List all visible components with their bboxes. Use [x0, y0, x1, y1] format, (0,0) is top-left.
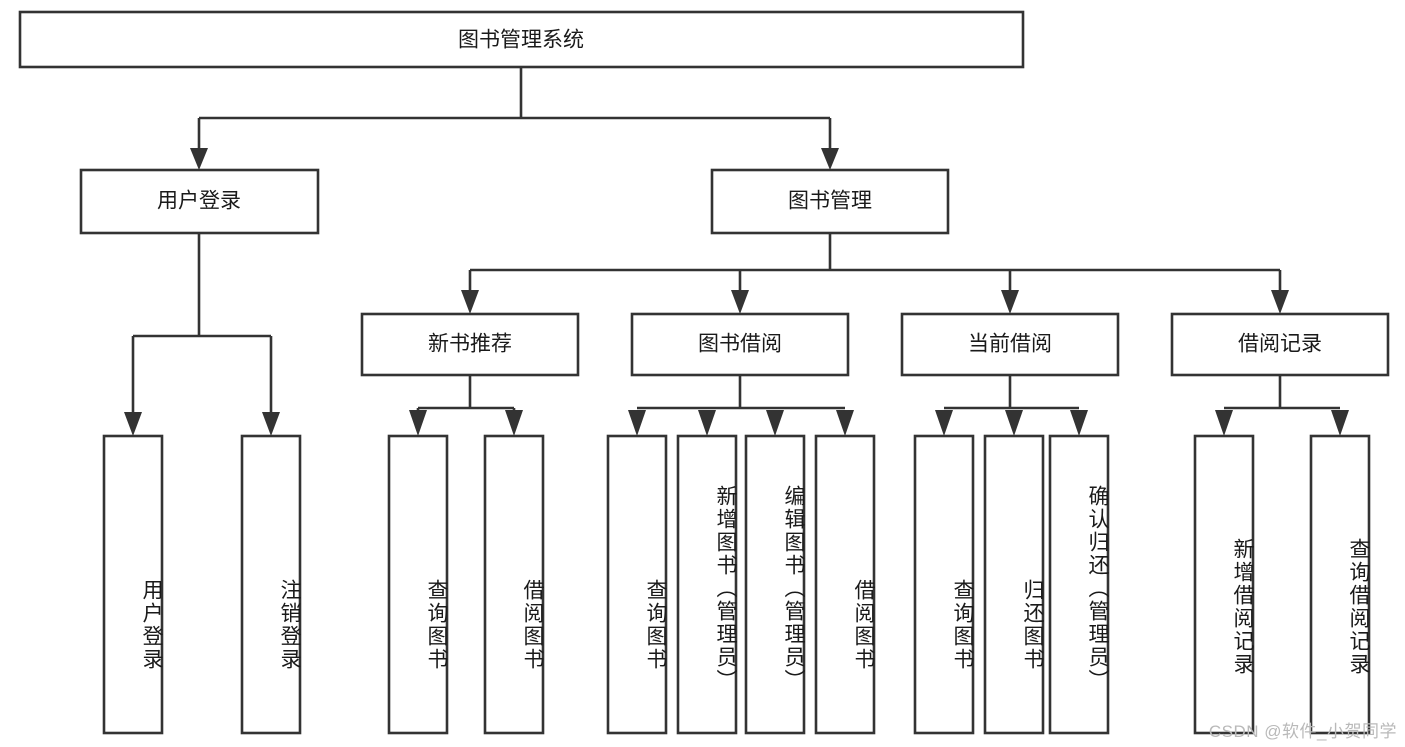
node-new-book-recommend-box[interactable] — [360, 312, 580, 377]
arrow-to-leaf-query-book-3 — [935, 410, 953, 436]
node-book-manage-label: 图书管理 — [788, 190, 872, 213]
leaf-user-login-box[interactable] — [102, 434, 164, 735]
csdn-watermark: CSDN @软件_小贺同学 — [1208, 722, 1397, 741]
node-new-book-recommend-label: 新书推荐 — [428, 333, 512, 356]
arrow-bus-to-book-borrow — [731, 290, 749, 314]
arrow-bus-to-current-borrow — [1001, 290, 1019, 314]
node-user-login-label: 用户登录 — [157, 190, 241, 213]
node-root-box[interactable] — [18, 10, 1025, 69]
leaf-borrow-book-2-box[interactable] — [814, 434, 876, 735]
arrow-bus-to-borrow-record — [1271, 290, 1289, 314]
arrow-to-leaf-user-login — [124, 412, 142, 436]
arrow-root-to-book-manage — [821, 148, 839, 170]
leaf-query-record-box[interactable] — [1309, 434, 1371, 735]
arrow-to-leaf-borrow-book-2 — [836, 410, 854, 436]
arrow-to-leaf-add-book — [698, 410, 716, 436]
arrow-to-leaf-logout-login — [262, 412, 280, 436]
arrow-to-leaf-query-record — [1331, 410, 1349, 436]
leaf-add-record-box[interactable] — [1193, 434, 1255, 735]
leaf-edit-book-box[interactable] — [744, 434, 806, 735]
arrow-to-leaf-confirm-return — [1070, 410, 1088, 436]
leaf-return-book-box[interactable] — [983, 434, 1045, 735]
arrow-to-leaf-query-book-2 — [628, 410, 646, 436]
arrow-to-leaf-return-book — [1005, 410, 1023, 436]
arrow-to-leaf-query-book-1 — [409, 410, 427, 436]
arrow-bus-to-new-book — [461, 290, 479, 314]
leaf-confirm-return-box[interactable] — [1048, 434, 1110, 735]
node-user-login-box[interactable] — [79, 168, 320, 235]
arrow-to-leaf-edit-book — [766, 410, 784, 436]
arrow-root-to-user-login — [190, 148, 208, 170]
node-book-borrow-label: 图书借阅 — [698, 333, 782, 356]
node-borrow-record-label: 借阅记录 — [1238, 333, 1322, 356]
node-root-label: 图书管理系统 — [458, 29, 584, 52]
arrow-to-leaf-add-record — [1215, 410, 1233, 436]
leaf-query-book-3-box[interactable] — [913, 434, 975, 735]
leaf-logout-login-box[interactable] — [240, 434, 302, 735]
leaf-add-book-box[interactable] — [676, 434, 738, 735]
leaf-borrow-book-1-box[interactable] — [483, 434, 545, 735]
leaf-query-book-2-box[interactable] — [606, 434, 668, 735]
node-current-borrow-label: 当前借阅 — [968, 333, 1052, 356]
node-current-borrow-box[interactable] — [900, 312, 1120, 377]
arrow-to-leaf-borrow-book-1 — [505, 410, 523, 436]
leaf-query-book-1-box[interactable] — [387, 434, 449, 735]
